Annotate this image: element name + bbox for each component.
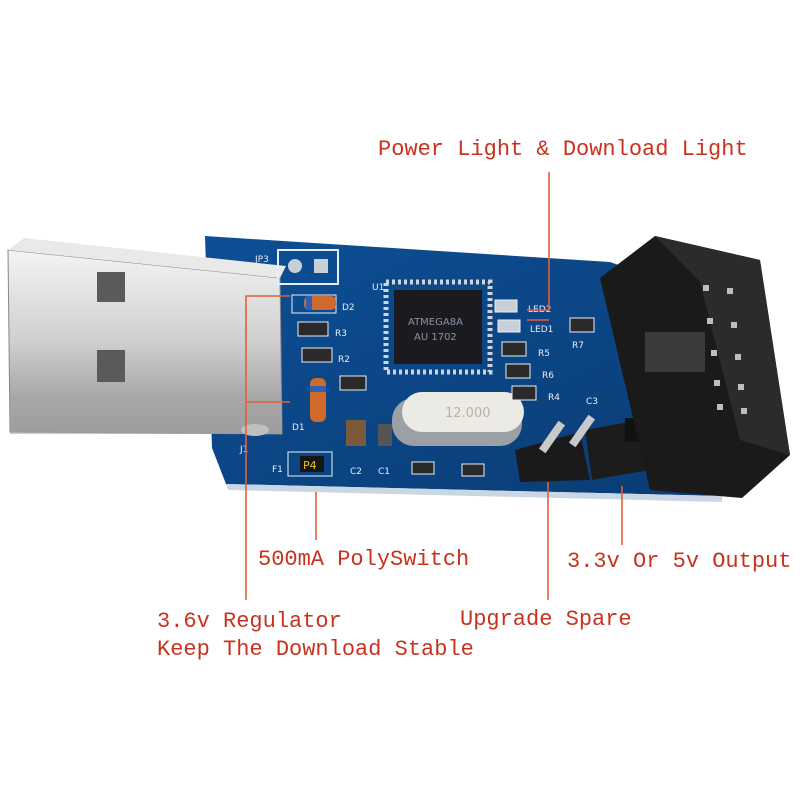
atmega-chip: ATMEGA8A AU 1702	[383, 279, 493, 375]
silk-r7: R7	[572, 341, 584, 351]
silk-r5: R5	[538, 349, 550, 359]
fuse-marking: P4	[303, 459, 317, 472]
silk-f1: F1	[272, 465, 283, 475]
silk-d2: D2	[342, 303, 355, 313]
silk-c2: C2	[350, 467, 362, 477]
led-2	[494, 299, 518, 313]
silk-c1: C1	[378, 467, 390, 477]
silk-jp3: JP3	[254, 255, 269, 265]
silk-d1: D1	[292, 423, 305, 433]
chip-date-code: AU 1702	[414, 332, 457, 343]
annotation-power-download-light: Power Light & Download Light	[378, 137, 748, 162]
annotation-output-voltage: 3.3v Or 5v Output	[567, 549, 792, 574]
silk-led1: LED1	[530, 325, 553, 335]
led-1	[497, 319, 521, 333]
usb-plug	[7, 238, 286, 435]
annotation-regulator-note: Keep The Download Stable	[157, 637, 474, 662]
silk-r2: R2	[338, 355, 350, 365]
crystal-marking: 12.000	[445, 406, 491, 421]
chip-marking: ATMEGA8A	[408, 317, 463, 328]
silk-r3: R3	[335, 329, 347, 339]
annotation-polyswitch: 500mA PolySwitch	[258, 547, 470, 572]
silk-c3: C3	[586, 397, 598, 407]
silk-j1: J1	[239, 445, 248, 455]
silk-r6: R6	[542, 371, 554, 381]
callout-lines	[245, 172, 623, 600]
crystal: 12.000	[392, 392, 524, 446]
isp-10pin-header	[600, 236, 790, 498]
silk-u1: U1	[372, 283, 384, 293]
annotation-regulator: 3.6v Regulator	[157, 609, 342, 634]
annotation-upgrade-spare: Upgrade Spare	[460, 607, 632, 632]
silk-r4: R4	[548, 393, 560, 403]
